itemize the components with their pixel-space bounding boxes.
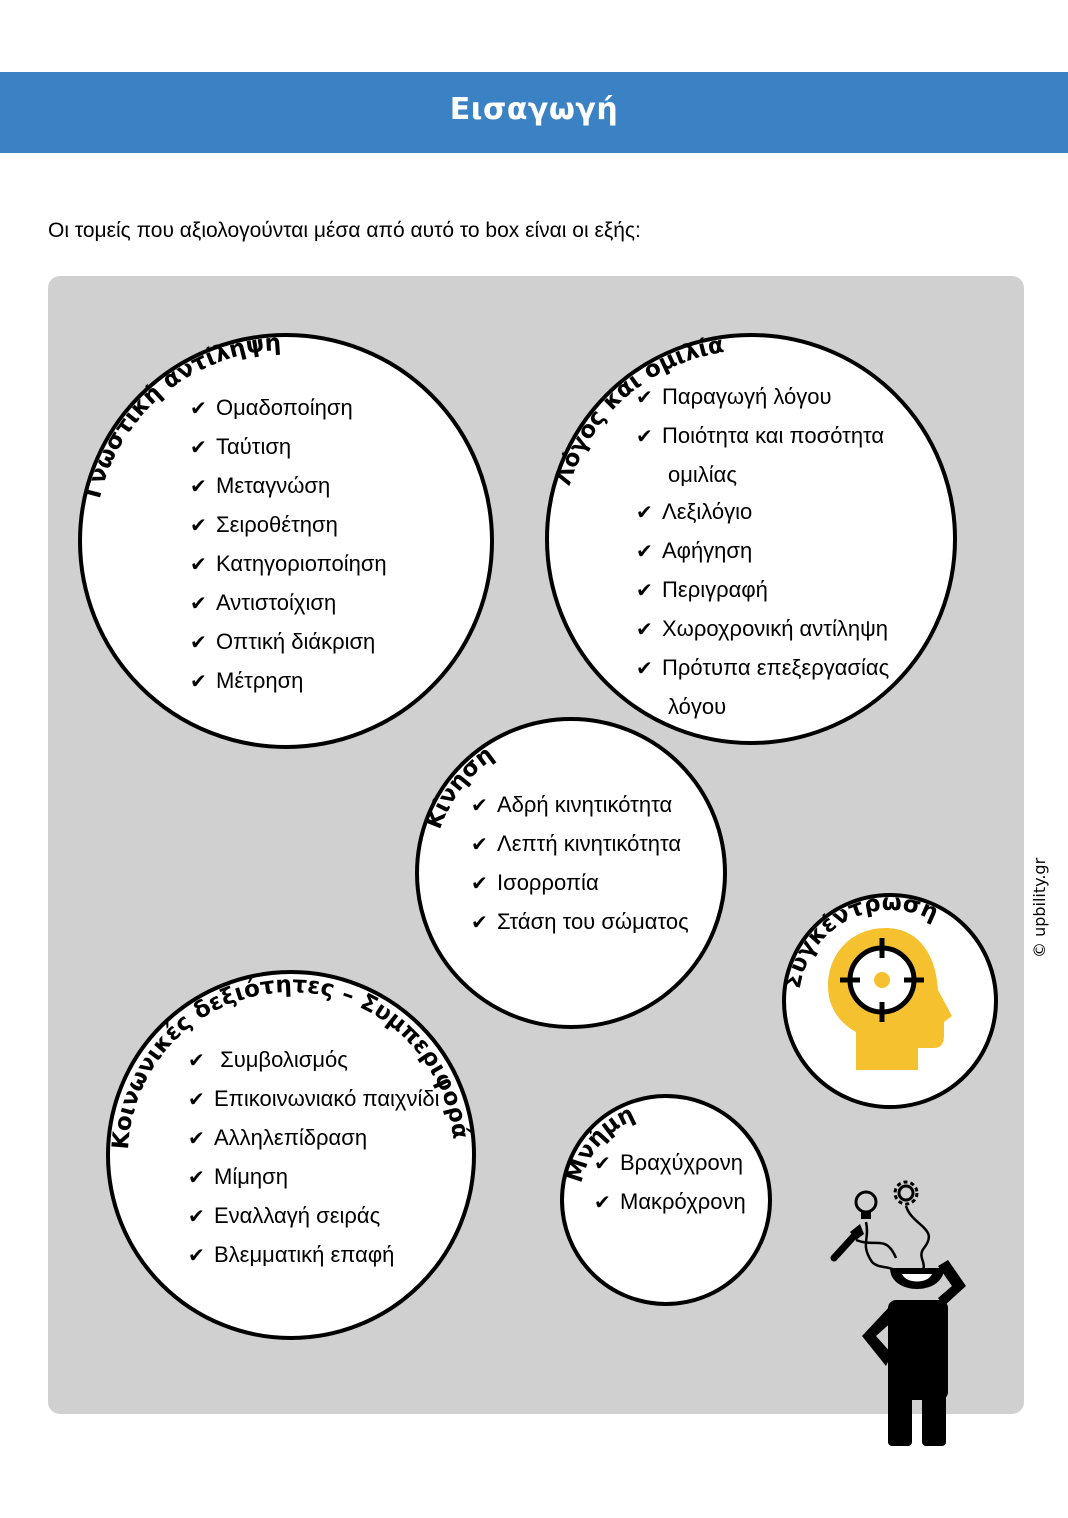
list-item: ✔Μακρόχρονη xyxy=(594,1183,746,1222)
check-icon: ✔ xyxy=(636,580,653,602)
list-item: ✔Σειροθέτηση xyxy=(190,506,387,545)
list-item: ✔Βλεμματική επαφή xyxy=(188,1236,440,1275)
list-memory: ✔Βραχύχρονη ✔Μακρόχρονη xyxy=(594,1144,746,1222)
check-icon: ✔ xyxy=(471,795,488,817)
check-icon: ✔ xyxy=(188,1050,205,1072)
list-cognitive: ✔Ομαδοποίηση ✔Ταύτιση ✔Μεταγνώση ✔Σειροθ… xyxy=(190,389,387,701)
list-item: ✔Ομαδοποίηση xyxy=(190,389,387,428)
check-icon: ✔ xyxy=(636,658,653,680)
list-item: ✔Αφήγηση xyxy=(636,532,889,571)
list-movement: ✔Αδρή κινητικότητα ✔Λεπτή κινητικότητα ✔… xyxy=(471,786,689,942)
check-icon: ✔ xyxy=(594,1192,611,1214)
check-icon: ✔ xyxy=(190,515,207,537)
list-item-continuation: λόγου xyxy=(668,694,727,719)
page-title: Εισαγωγή xyxy=(449,92,619,127)
check-icon: ✔ xyxy=(190,632,207,654)
check-icon: ✔ xyxy=(188,1245,205,1267)
check-icon: ✔ xyxy=(188,1167,205,1189)
list-item: ✔Ισορροπία xyxy=(471,864,689,903)
list-item-continuation: ομιλίας xyxy=(668,462,738,487)
check-icon: ✔ xyxy=(190,476,207,498)
header-band xyxy=(0,72,1068,153)
list-speech: ✔Παραγωγή λόγου ✔Ποιότητα και ποσότητα ο… xyxy=(636,378,889,725)
check-icon: ✔ xyxy=(188,1089,205,1111)
title-memory: Μνήμη xyxy=(562,1101,639,1186)
circle-social xyxy=(106,970,476,1340)
check-icon: ✔ xyxy=(636,426,653,448)
head-target-icon xyxy=(828,928,952,1070)
list-item: ✔Χωροχρονική αντίληψη xyxy=(636,610,889,649)
check-icon: ✔ xyxy=(636,619,653,641)
check-icon: ✔ xyxy=(188,1128,205,1150)
title-movement: Κίνηση xyxy=(421,741,499,832)
list-item: ✔Οπτική διάκριση xyxy=(190,623,387,662)
check-icon: ✔ xyxy=(190,554,207,576)
list-item: ✔Αδρή κινητικότητα xyxy=(471,786,689,825)
check-icon: ✔ xyxy=(190,593,207,615)
list-item: ✔Ταύτιση xyxy=(190,428,387,467)
circle-memory xyxy=(560,1094,772,1306)
list-item: ✔Πρότυπα επεξεργασίας xyxy=(636,649,889,688)
title-speech: Λόγος και ομιλία xyxy=(550,332,725,488)
list-item: ✔Κατηγοριοποίηση xyxy=(190,545,387,584)
list-item: ✔Παραγωγή λόγου xyxy=(636,378,889,417)
list-social: ✔ Συμβολισμός ✔Επικοινωνιακό παιχνίδι ✔Α… xyxy=(188,1041,440,1275)
list-item: ✔Εναλλαγή σειράς xyxy=(188,1197,440,1236)
check-icon: ✔ xyxy=(636,502,653,524)
check-icon: ✔ xyxy=(471,873,488,895)
list-item: ✔ Συμβολισμός xyxy=(188,1041,440,1080)
list-item: ✔Μέτρηση xyxy=(190,662,387,701)
list-item: ✔Περιγραφή xyxy=(636,571,889,610)
intro-text: Οι τομείς που αξιολογούνται μέσα από αυτ… xyxy=(48,219,641,242)
check-icon: ✔ xyxy=(471,834,488,856)
list-item: ✔Βραχύχρονη xyxy=(594,1144,746,1183)
check-icon: ✔ xyxy=(636,541,653,563)
list-item: ✔Επικοινωνιακό παιχνίδι xyxy=(188,1080,440,1119)
check-icon: ✔ xyxy=(471,912,488,934)
list-item: ✔Στάση του σώματος xyxy=(471,903,689,942)
check-icon: ✔ xyxy=(190,398,207,420)
title-concentration: Συγκέντρωση xyxy=(780,890,942,991)
check-icon: ✔ xyxy=(636,387,653,409)
list-item: ✔Αλληλεπίδραση xyxy=(188,1119,440,1158)
list-item: ✔Ποιότητα και ποσότητα xyxy=(636,417,889,456)
list-item: ✔Μίμηση xyxy=(188,1158,440,1197)
list-item: ✔Μεταγνώση xyxy=(190,467,387,506)
title-social: Κοινωνικές δεξιότητες – Συμπεριφορά xyxy=(108,972,473,1151)
check-icon: ✔ xyxy=(188,1206,205,1228)
circle-speech xyxy=(545,333,957,745)
thinking-person-icon xyxy=(830,1180,966,1446)
circle-movement xyxy=(415,717,727,1029)
credit-text: © upbility.gr xyxy=(1030,857,1049,958)
title-cognitive: Γνωστική αντίληψη xyxy=(80,330,282,501)
check-icon: ✔ xyxy=(190,671,207,693)
check-icon: ✔ xyxy=(190,437,207,459)
check-icon: ✔ xyxy=(594,1153,611,1175)
circle-cognitive xyxy=(78,333,494,749)
list-item: ✔Αντιστοίχιση xyxy=(190,584,387,623)
list-item: ✔Λεξιλόγιο xyxy=(636,493,889,532)
list-item: ✔Λεπτή κινητικότητα xyxy=(471,825,689,864)
